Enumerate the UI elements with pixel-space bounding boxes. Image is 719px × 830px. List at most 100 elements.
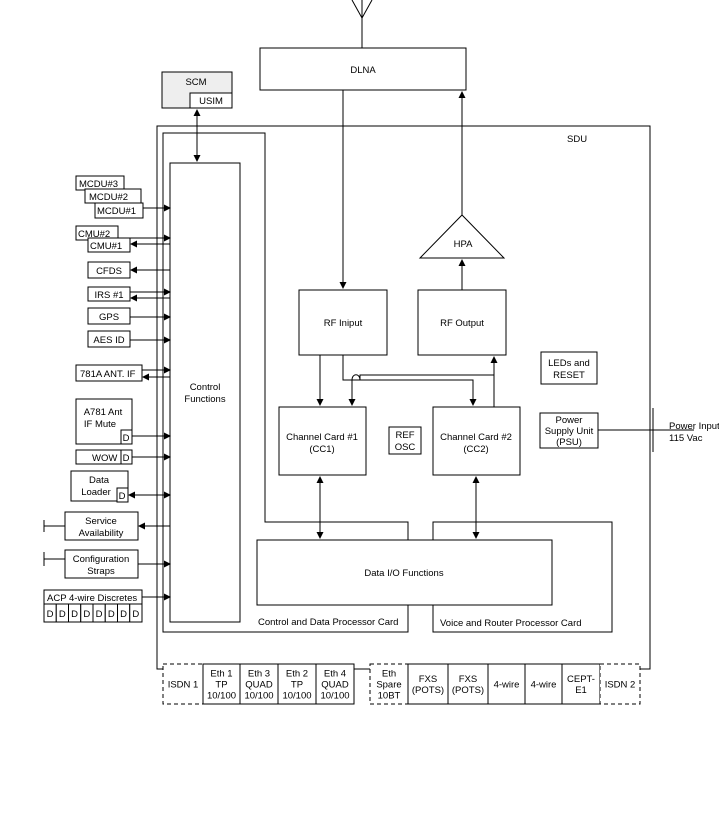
- rf-input-label: RF Iniput: [324, 318, 363, 329]
- irs1-box: [87, 286, 131, 302]
- gps-label: GPS: [99, 312, 119, 323]
- a781-d-label: D: [123, 433, 130, 444]
- mcdu1-box: [94, 202, 144, 219]
- ref-label-2: OSC: [395, 442, 416, 453]
- service-availability-box: [64, 511, 139, 541]
- data-loader-label-2: Loader: [81, 487, 111, 498]
- port-label: Spare: [376, 680, 401, 691]
- config-label-1: Configuration: [73, 554, 130, 565]
- port-box: [447, 663, 489, 705]
- channel-card-2-box: [432, 406, 521, 476]
- rfinput-to-cc1: [343, 379, 356, 406]
- cc2-label-2: (CC2): [463, 444, 488, 455]
- acp-d-label: D: [83, 609, 90, 620]
- acp-d-label: D: [96, 609, 103, 620]
- data-loader-label-1: Data: [89, 475, 110, 486]
- cc1-to-rfoutput: [351, 374, 494, 387]
- voice-card-label: Voice and Router Processor Card: [440, 618, 582, 629]
- aes-id-box: [87, 330, 131, 348]
- config-label-2: Straps: [87, 566, 115, 577]
- port-label: (POTS): [412, 685, 444, 696]
- cmu1-label: CMU#1: [90, 241, 122, 252]
- psu-label-3: (PSU): [556, 437, 582, 448]
- port-label: TP: [291, 680, 303, 691]
- port-box: [239, 663, 279, 705]
- scm-label: SCM: [185, 77, 206, 88]
- port-box: [315, 663, 355, 705]
- dlna-box: [259, 47, 467, 91]
- aes-id-label: AES ID: [93, 335, 124, 346]
- port-label: 10/100: [244, 691, 273, 702]
- control-functions-box: [169, 162, 241, 623]
- acp-d-box: [129, 603, 143, 623]
- hpa-triangle: [418, 214, 506, 259]
- port-label: QUAD: [245, 680, 273, 691]
- mcdu1-label: MCDU#1: [97, 206, 136, 217]
- cfds-label: CFDS: [96, 266, 122, 277]
- ant781-label: 781A ANT. IF: [80, 369, 136, 380]
- psu-label-2: Supply Unit: [545, 426, 594, 437]
- rfinput-to-cc2: [342, 355, 477, 406]
- port-box: [524, 663, 563, 705]
- acp-label: ACP 4-wire Discretes: [47, 593, 137, 604]
- port-box: [487, 663, 526, 705]
- service-label-2: Availability: [79, 528, 124, 539]
- cc1-label-2: (CC1): [309, 444, 334, 455]
- acp-d-label: D: [108, 609, 115, 620]
- acp-d-label: D: [71, 609, 78, 620]
- irs1-label: IRS #1: [94, 290, 123, 301]
- acp-d-label: D: [132, 609, 139, 620]
- port-box: [599, 663, 641, 705]
- data-io-label: Data I/O Functions: [364, 568, 443, 579]
- port-box: [369, 663, 409, 705]
- usim-box: [189, 92, 233, 109]
- control-card-label: Control and Data Processor Card: [258, 617, 398, 628]
- port-label: 4-wire: [494, 680, 520, 691]
- port-label: Eth: [382, 669, 396, 680]
- gps-box: [87, 307, 131, 325]
- leds-label-2: RESET: [553, 370, 585, 381]
- dlna-label: DLNA: [350, 65, 376, 76]
- configuration-straps-box: [64, 549, 139, 579]
- cmu2-label: CMU#2: [78, 229, 110, 240]
- service-label-1: Service: [85, 516, 117, 527]
- a781-d-box: [120, 429, 133, 445]
- port-label: Eth 3: [248, 669, 270, 680]
- power-input-label-1: Power Input: [669, 421, 719, 432]
- control-functions-label-2: Functions: [184, 394, 225, 405]
- port-label: ISDN 2: [605, 680, 636, 691]
- port-label: ISDN 1: [168, 680, 199, 691]
- mcdu3-label: MCDU#3: [79, 179, 118, 190]
- port-box: [277, 663, 317, 705]
- cc1-label-1: Channel Card #1: [286, 432, 358, 443]
- port-label: QUAD: [321, 680, 349, 691]
- port-label: 10BT: [378, 691, 401, 702]
- port-label: 10/100: [320, 691, 349, 702]
- data-io-box: [256, 539, 553, 606]
- channel-card-1-box: [278, 406, 367, 476]
- port-label: FXS: [419, 674, 437, 685]
- psu-label-1: Power: [556, 415, 583, 426]
- ant781-box: [75, 364, 143, 382]
- port-label: E1: [575, 685, 587, 696]
- port-label: Eth 1: [210, 669, 232, 680]
- wow-label: WOW: [92, 453, 117, 464]
- antenna-icon: [351, 0, 373, 48]
- psu-box: [539, 412, 599, 449]
- port-label: Eth 2: [286, 669, 308, 680]
- cc2-label-1: Channel Card #2: [440, 432, 512, 443]
- a781-label-1: A781 Ant: [84, 407, 123, 418]
- mcdu2-label: MCDU#2: [89, 192, 128, 203]
- control-functions-label-1: Control: [190, 382, 221, 393]
- port-box: [162, 663, 204, 705]
- ref-osc-box: [388, 426, 422, 455]
- port-label: 10/100: [282, 691, 311, 702]
- port-label: 10/100: [207, 691, 236, 702]
- rf-input-box: [298, 289, 388, 356]
- a781-label-2: IF Mute: [84, 419, 116, 430]
- port-label: FXS: [459, 674, 477, 685]
- control-card-outline: [162, 132, 409, 633]
